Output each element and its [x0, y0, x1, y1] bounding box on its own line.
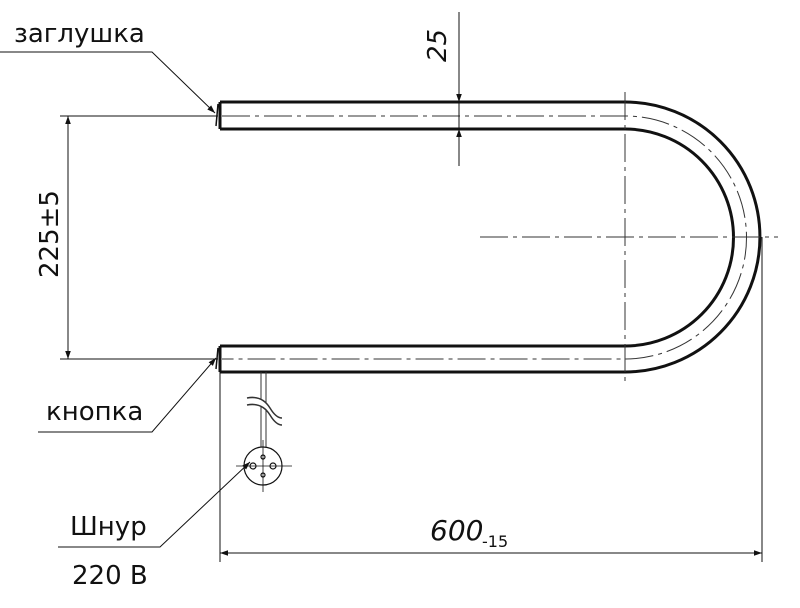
- label-button: кнопка: [46, 397, 143, 427]
- label-cord: Шнур: [70, 512, 147, 542]
- cap-mark: [215, 103, 219, 127]
- centerlines: [222, 92, 778, 382]
- dimension-height-label: 225±5: [35, 190, 65, 278]
- dimension-length-label: 600: [430, 514, 483, 547]
- cord: [246, 372, 283, 447]
- dimension-height: [60, 115, 218, 360]
- dimension-length-tolerance: -15: [482, 532, 508, 551]
- label-cap: заглушка: [14, 19, 145, 49]
- dimension-length: [219, 237, 763, 562]
- dimension-diameter-label: 25: [423, 29, 453, 62]
- plug: [236, 440, 292, 492]
- leaders: [0, 51, 251, 548]
- label-voltage: 220 В: [72, 561, 148, 591]
